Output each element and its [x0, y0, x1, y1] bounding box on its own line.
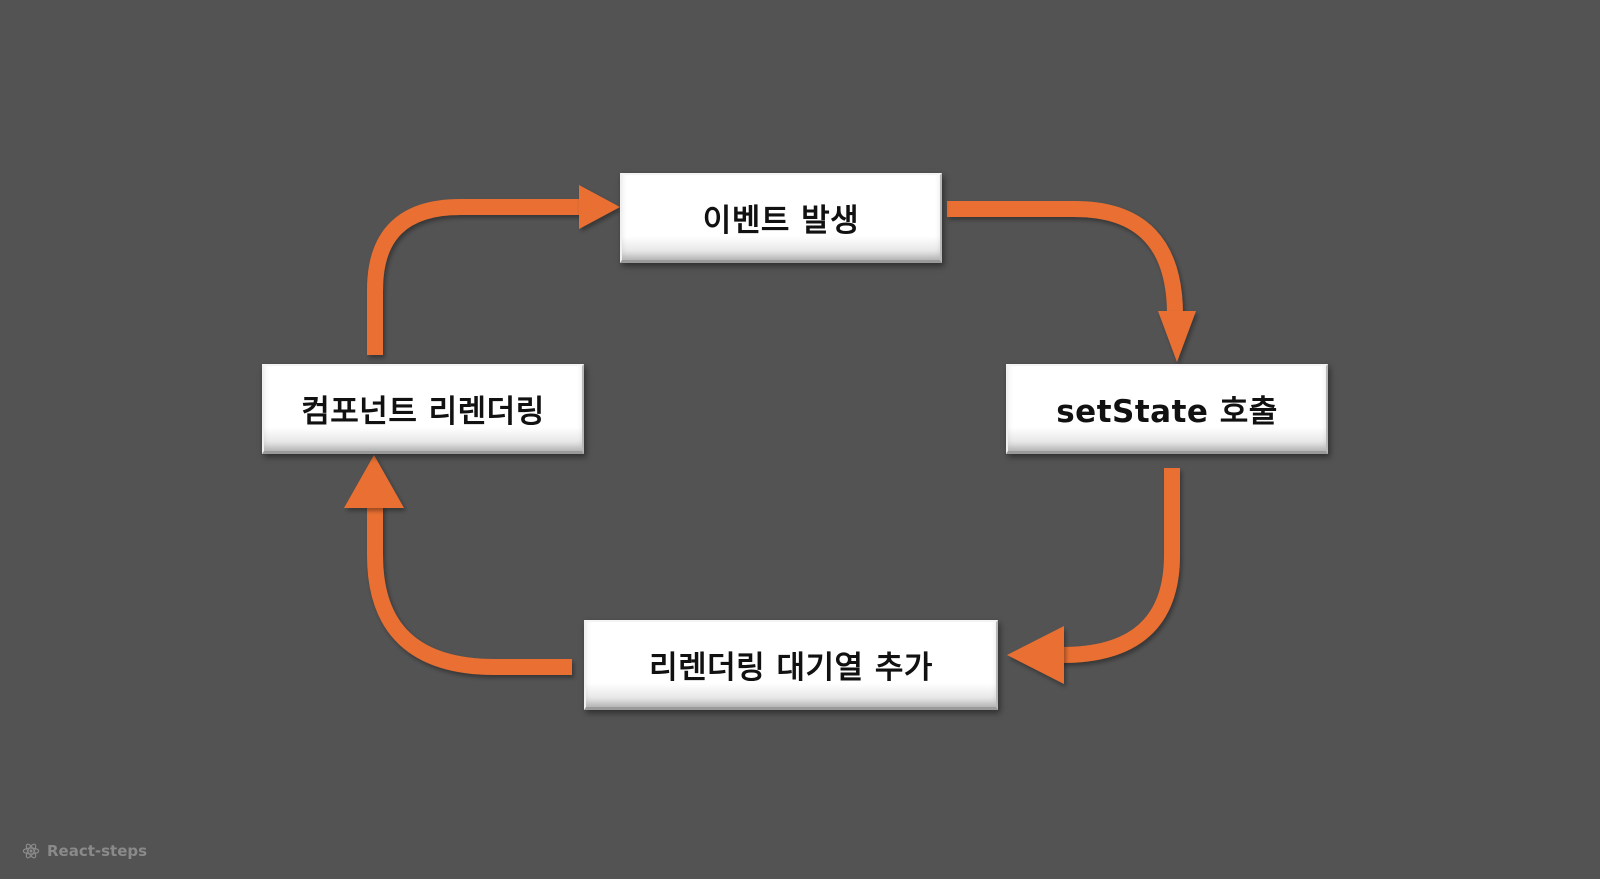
step-render-label: 컴포넌트 리렌더링 [301, 394, 545, 430]
arrow-event-to-setstate [947, 201, 1183, 316]
brand-label: React-steps [47, 842, 148, 860]
step-setstate-box: setState 호출 [1006, 364, 1328, 454]
arrowhead-to-render [344, 455, 404, 508]
arrowhead-to-queue [1007, 626, 1064, 684]
step-queue-box: 리렌더링 대기열 추가 [584, 620, 998, 710]
arrow-render-to-event [367, 199, 585, 355]
arrow-queue-to-render [367, 505, 572, 675]
brand-watermark: React-steps [22, 842, 147, 860]
step-event-box: 이벤트 발생 [620, 173, 942, 263]
step-event-label: 이벤트 발생 [702, 203, 860, 239]
arrowhead-to-event [579, 185, 620, 229]
arrow-setstate-to-queue [1060, 468, 1180, 663]
step-setstate-label: setState 호출 [1056, 394, 1278, 430]
step-render-box: 컴포넌트 리렌더링 [262, 364, 584, 454]
react-atom-icon [22, 843, 40, 859]
arrowhead-to-setstate [1158, 311, 1196, 362]
step-queue-label: 리렌더링 대기열 추가 [649, 650, 933, 686]
